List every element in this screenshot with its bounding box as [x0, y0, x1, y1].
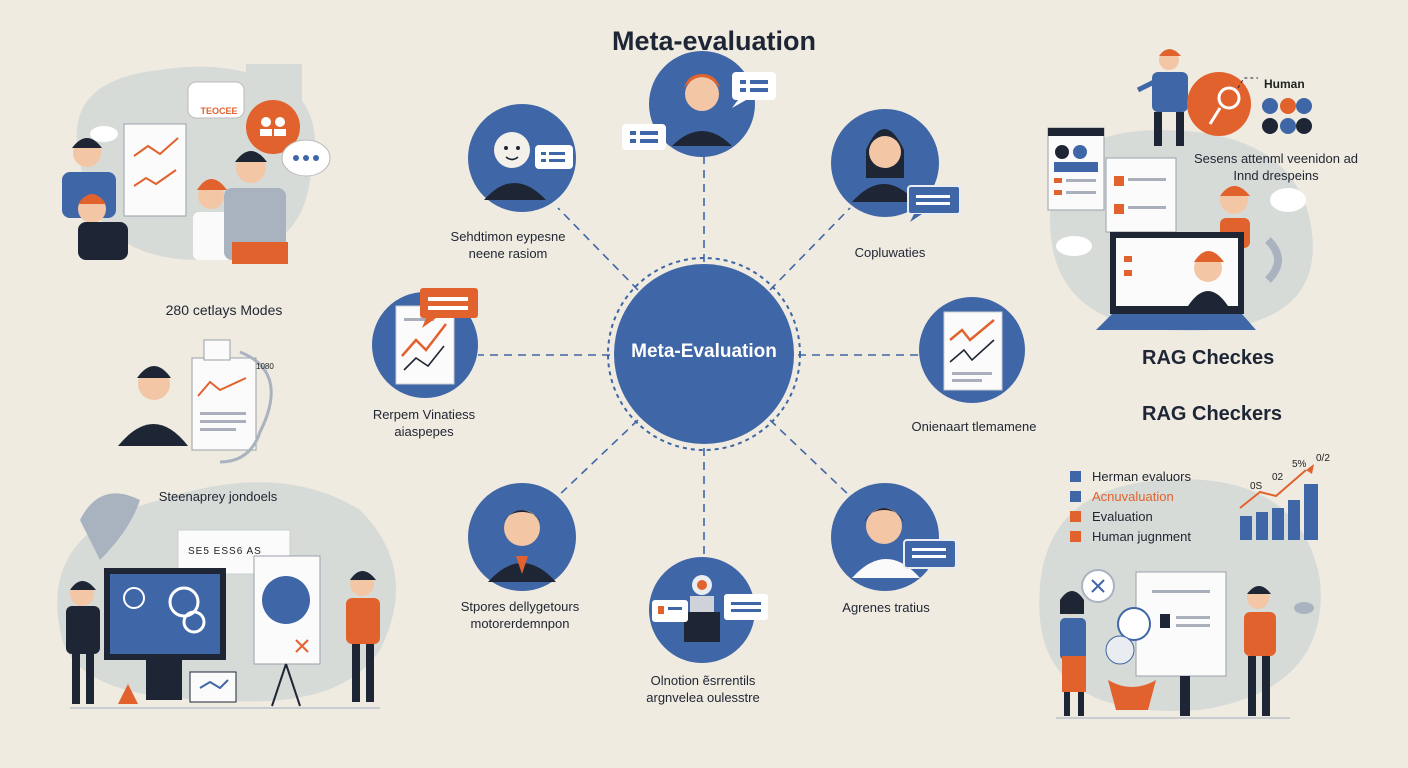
speech-bubble-icon: [652, 600, 688, 622]
chart-label: 5%: [1292, 459, 1307, 470]
doc-number: 1080: [256, 362, 274, 371]
speech-bubble-icon: [622, 124, 666, 150]
speech-bubble-icon: [420, 288, 478, 328]
search-person-icon: [1187, 72, 1251, 136]
ellipsis-bubble-icon: [281, 139, 331, 177]
node-label-right: Onienaart tlemamene: [911, 419, 1037, 434]
node-top-left: [468, 104, 576, 212]
left-illustration-bottom: [57, 482, 397, 709]
speech-bubble-icon: [732, 72, 776, 108]
heading-rag-checkes: RAG Checkes: [1142, 347, 1275, 369]
legend-swatch: [1070, 510, 1081, 522]
center-hub-label: Meta-Evaluation: [631, 341, 777, 362]
diagram-title: Meta-evaluation: [611, 26, 817, 56]
gauge-icon: [1117, 607, 1151, 641]
bubble-text: TEOCEE: [200, 106, 238, 116]
node-bottom-right: [831, 483, 957, 591]
node-bottom: [649, 557, 768, 663]
node-top-right: [831, 109, 961, 222]
speech-bubble-icon: [903, 539, 957, 569]
human-label: Human: [1264, 77, 1305, 91]
legend-label: Human jugnment: [1092, 528, 1191, 544]
node-top: [622, 51, 776, 157]
node-left: [372, 288, 478, 398]
speech-bubble-icon: [724, 594, 768, 620]
bar-chart: [1240, 484, 1318, 540]
caption-models: 280 cetlays Modes: [165, 302, 283, 318]
legend-item: Human jugnment: [1070, 526, 1191, 546]
chart-label: 0/2: [1316, 453, 1330, 464]
group-icon: [246, 100, 300, 154]
connectors: [478, 150, 918, 560]
right-illustration-top: [1047, 49, 1313, 331]
legend-swatch: [1070, 530, 1081, 542]
legend-item: Herman evaluors: [1070, 466, 1191, 486]
legend-label: Acnuvaluation: [1092, 488, 1174, 504]
legend-swatch: [1070, 490, 1081, 502]
caption-bottom-left: Steenaprey jondoels: [158, 489, 278, 504]
node-right: [919, 297, 1025, 403]
node-bottom-left: [468, 483, 576, 591]
legend-label: Evaluation: [1092, 508, 1153, 524]
speech-bubble-icon: [907, 185, 961, 222]
node-label-bottom-right: Agrenes tratius: [842, 600, 930, 615]
heading-rag-checkers: RAG Checkers: [1142, 403, 1283, 425]
legend: Herman evaluors Acnuvaluation Evaluation…: [1070, 466, 1191, 546]
legend-swatch: [1070, 470, 1081, 482]
screen-text: SE5 ESS6 AS: [188, 546, 262, 557]
node-label-top-right: Copluwaties: [854, 245, 926, 260]
chart-label: 02: [1272, 472, 1284, 483]
legend-item: Evaluation: [1070, 506, 1191, 526]
left-illustration-top: [62, 64, 331, 264]
speech-bubble-icon: [187, 81, 245, 119]
gear-icon: [168, 586, 200, 618]
check-icon: [1280, 118, 1296, 134]
gear-icon: [182, 610, 206, 634]
center-hub: [607, 257, 801, 451]
left-illustration-middle: [118, 339, 273, 464]
legend-label: Herman evaluors: [1092, 468, 1191, 484]
chart-label: 0S: [1250, 481, 1263, 492]
legend-item: Acnuvaluation: [1070, 486, 1191, 506]
right-illustration-bottom: [1039, 464, 1321, 719]
speech-bubble-icon: [535, 145, 573, 169]
warning-icon: [118, 684, 138, 704]
